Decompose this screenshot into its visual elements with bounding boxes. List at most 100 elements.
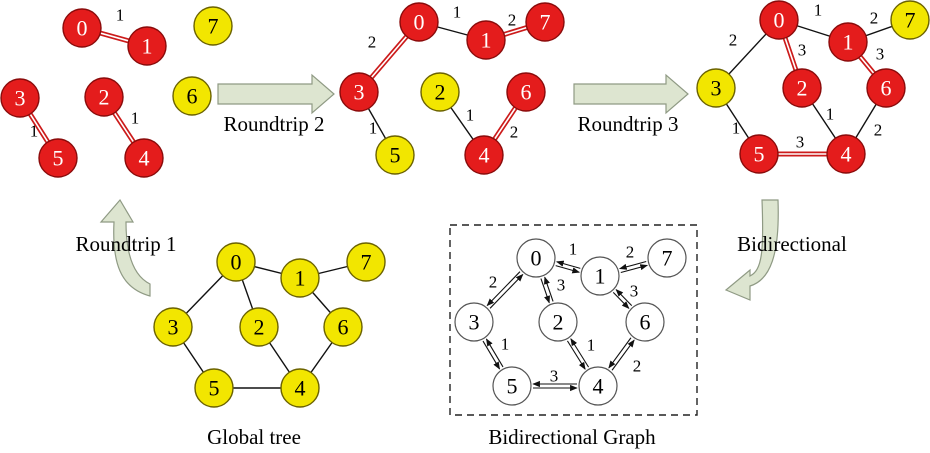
svg-text:7: 7 <box>208 14 219 39</box>
bidir-arrow <box>486 271 521 307</box>
bidir-arrow <box>556 260 581 269</box>
node-3: 3 <box>153 307 193 347</box>
svg-text:0: 0 <box>414 10 425 35</box>
node-6: 6 <box>506 72 546 112</box>
stage-2-graph: 1 2 2 1 1 2 0 1 7 3 2 6 5 4 <box>339 2 565 175</box>
svg-text:5: 5 <box>53 146 64 171</box>
svg-text:4: 4 <box>479 143 490 168</box>
weight-label: 1 <box>30 122 39 141</box>
caption-bidirectional: Bidirectional <box>737 232 847 256</box>
arrow-bidirectional <box>724 199 779 301</box>
svg-text:3: 3 <box>168 315 179 340</box>
svg-text:6: 6 <box>640 310 651 335</box>
caption-roundtrip-1: Roundtrip 1 <box>76 232 177 256</box>
node-7: 7 <box>890 0 930 40</box>
bidir-edge-4-6 <box>608 337 635 371</box>
node-6: 6 <box>172 76 212 116</box>
node-0: 0 <box>62 8 102 48</box>
node-2: 2 <box>84 77 124 117</box>
svg-text:7: 7 <box>662 246 673 271</box>
weight-label: 3 <box>876 45 885 64</box>
svg-text:3: 3 <box>469 310 480 335</box>
svg-text:2: 2 <box>99 85 110 110</box>
bidir-arrow <box>611 339 635 371</box>
weight-label: 2 <box>508 11 517 30</box>
node-7: 7 <box>647 238 687 278</box>
bidir-arrow <box>620 264 648 274</box>
svg-text:3: 3 <box>711 76 722 101</box>
global-tree-graph: 0 1 7 3 2 6 5 4 <box>153 242 386 408</box>
svg-text:5: 5 <box>390 143 401 168</box>
weight-label: 1 <box>453 3 462 22</box>
bidir-edge-1-7 <box>619 260 648 274</box>
svg-text:2: 2 <box>254 315 265 340</box>
bidirectional-graph: 1 2 2 3 3 1 1 2 3 0 1 7 3 2 6 5 4 <box>454 238 687 406</box>
stage-3-graph: 1 2 2 3 3 1 1 2 3 0 1 7 3 2 6 5 4 <box>696 0 930 174</box>
svg-text:7: 7 <box>361 250 372 275</box>
weight-label: 1 <box>587 336 596 355</box>
weight-label: 1 <box>131 109 140 128</box>
bidir-arrow <box>485 338 504 368</box>
caption-global-tree: Global tree <box>207 425 301 449</box>
bidir-edge-0-1 <box>555 260 581 274</box>
node-4: 4 <box>280 368 320 408</box>
weight-label: 2 <box>729 31 738 50</box>
weight-label: 2 <box>626 243 635 262</box>
svg-text:2: 2 <box>553 310 564 335</box>
node-3: 3 <box>339 72 379 112</box>
node-6: 6 <box>625 302 665 342</box>
weight-label: 2 <box>489 273 498 292</box>
svg-text:7: 7 <box>540 10 551 35</box>
node-7: 7 <box>193 6 233 46</box>
weight-label: 2 <box>633 357 642 376</box>
arrow-roundtrip-1 <box>99 198 151 297</box>
node-0: 0 <box>759 0 799 40</box>
weight-label: 1 <box>732 119 741 138</box>
node-5: 5 <box>492 366 532 406</box>
node-1: 1 <box>280 258 320 298</box>
node-5: 5 <box>38 138 78 178</box>
arrow-roundtrip-3 <box>573 73 689 115</box>
svg-text:4: 4 <box>295 376 306 401</box>
weight-label: 2 <box>870 9 879 28</box>
bidir-arrow <box>540 278 550 304</box>
bidir-edge-5-4 <box>532 380 578 392</box>
node-3: 3 <box>454 302 494 342</box>
svg-text:4: 4 <box>593 374 604 399</box>
svg-text:5: 5 <box>209 376 220 401</box>
bidir-arrow <box>615 289 633 306</box>
node-6: 6 <box>323 307 363 347</box>
weight-label: 1 <box>826 105 835 124</box>
weight-label: 3 <box>550 367 559 386</box>
weight-label: 2 <box>368 33 377 52</box>
svg-text:7: 7 <box>905 8 916 33</box>
bidir-arrow <box>608 337 632 369</box>
svg-text:2: 2 <box>435 80 446 105</box>
svg-text:1: 1 <box>481 28 492 53</box>
node-2: 2 <box>782 68 822 108</box>
bidirectional-graph-frame <box>449 224 698 416</box>
stage-1-graph: 1 1 1 0 1 7 3 2 6 5 4 <box>0 6 233 178</box>
svg-text:0: 0 <box>231 250 242 275</box>
weight-label: 2 <box>874 121 883 140</box>
svg-text:1: 1 <box>142 34 153 59</box>
svg-text:1: 1 <box>595 264 606 289</box>
node-3: 3 <box>696 68 736 108</box>
svg-text:3: 3 <box>15 86 26 111</box>
weight-label: 1 <box>569 240 578 259</box>
weight-label: 1 <box>501 335 510 354</box>
node-5: 5 <box>194 368 234 408</box>
node-4: 4 <box>578 366 618 406</box>
svg-text:4: 4 <box>139 146 150 171</box>
svg-text:0: 0 <box>77 16 88 41</box>
svg-text:6: 6 <box>187 84 198 109</box>
bidir-edge-2-4 <box>566 338 590 370</box>
weight-label: 3 <box>630 282 639 301</box>
weight-label: 1 <box>814 1 823 20</box>
svg-text:6: 6 <box>338 315 349 340</box>
svg-text:0: 0 <box>774 8 785 33</box>
bidir-arrow <box>544 276 554 302</box>
bidir-edge-0-2 <box>540 276 554 304</box>
